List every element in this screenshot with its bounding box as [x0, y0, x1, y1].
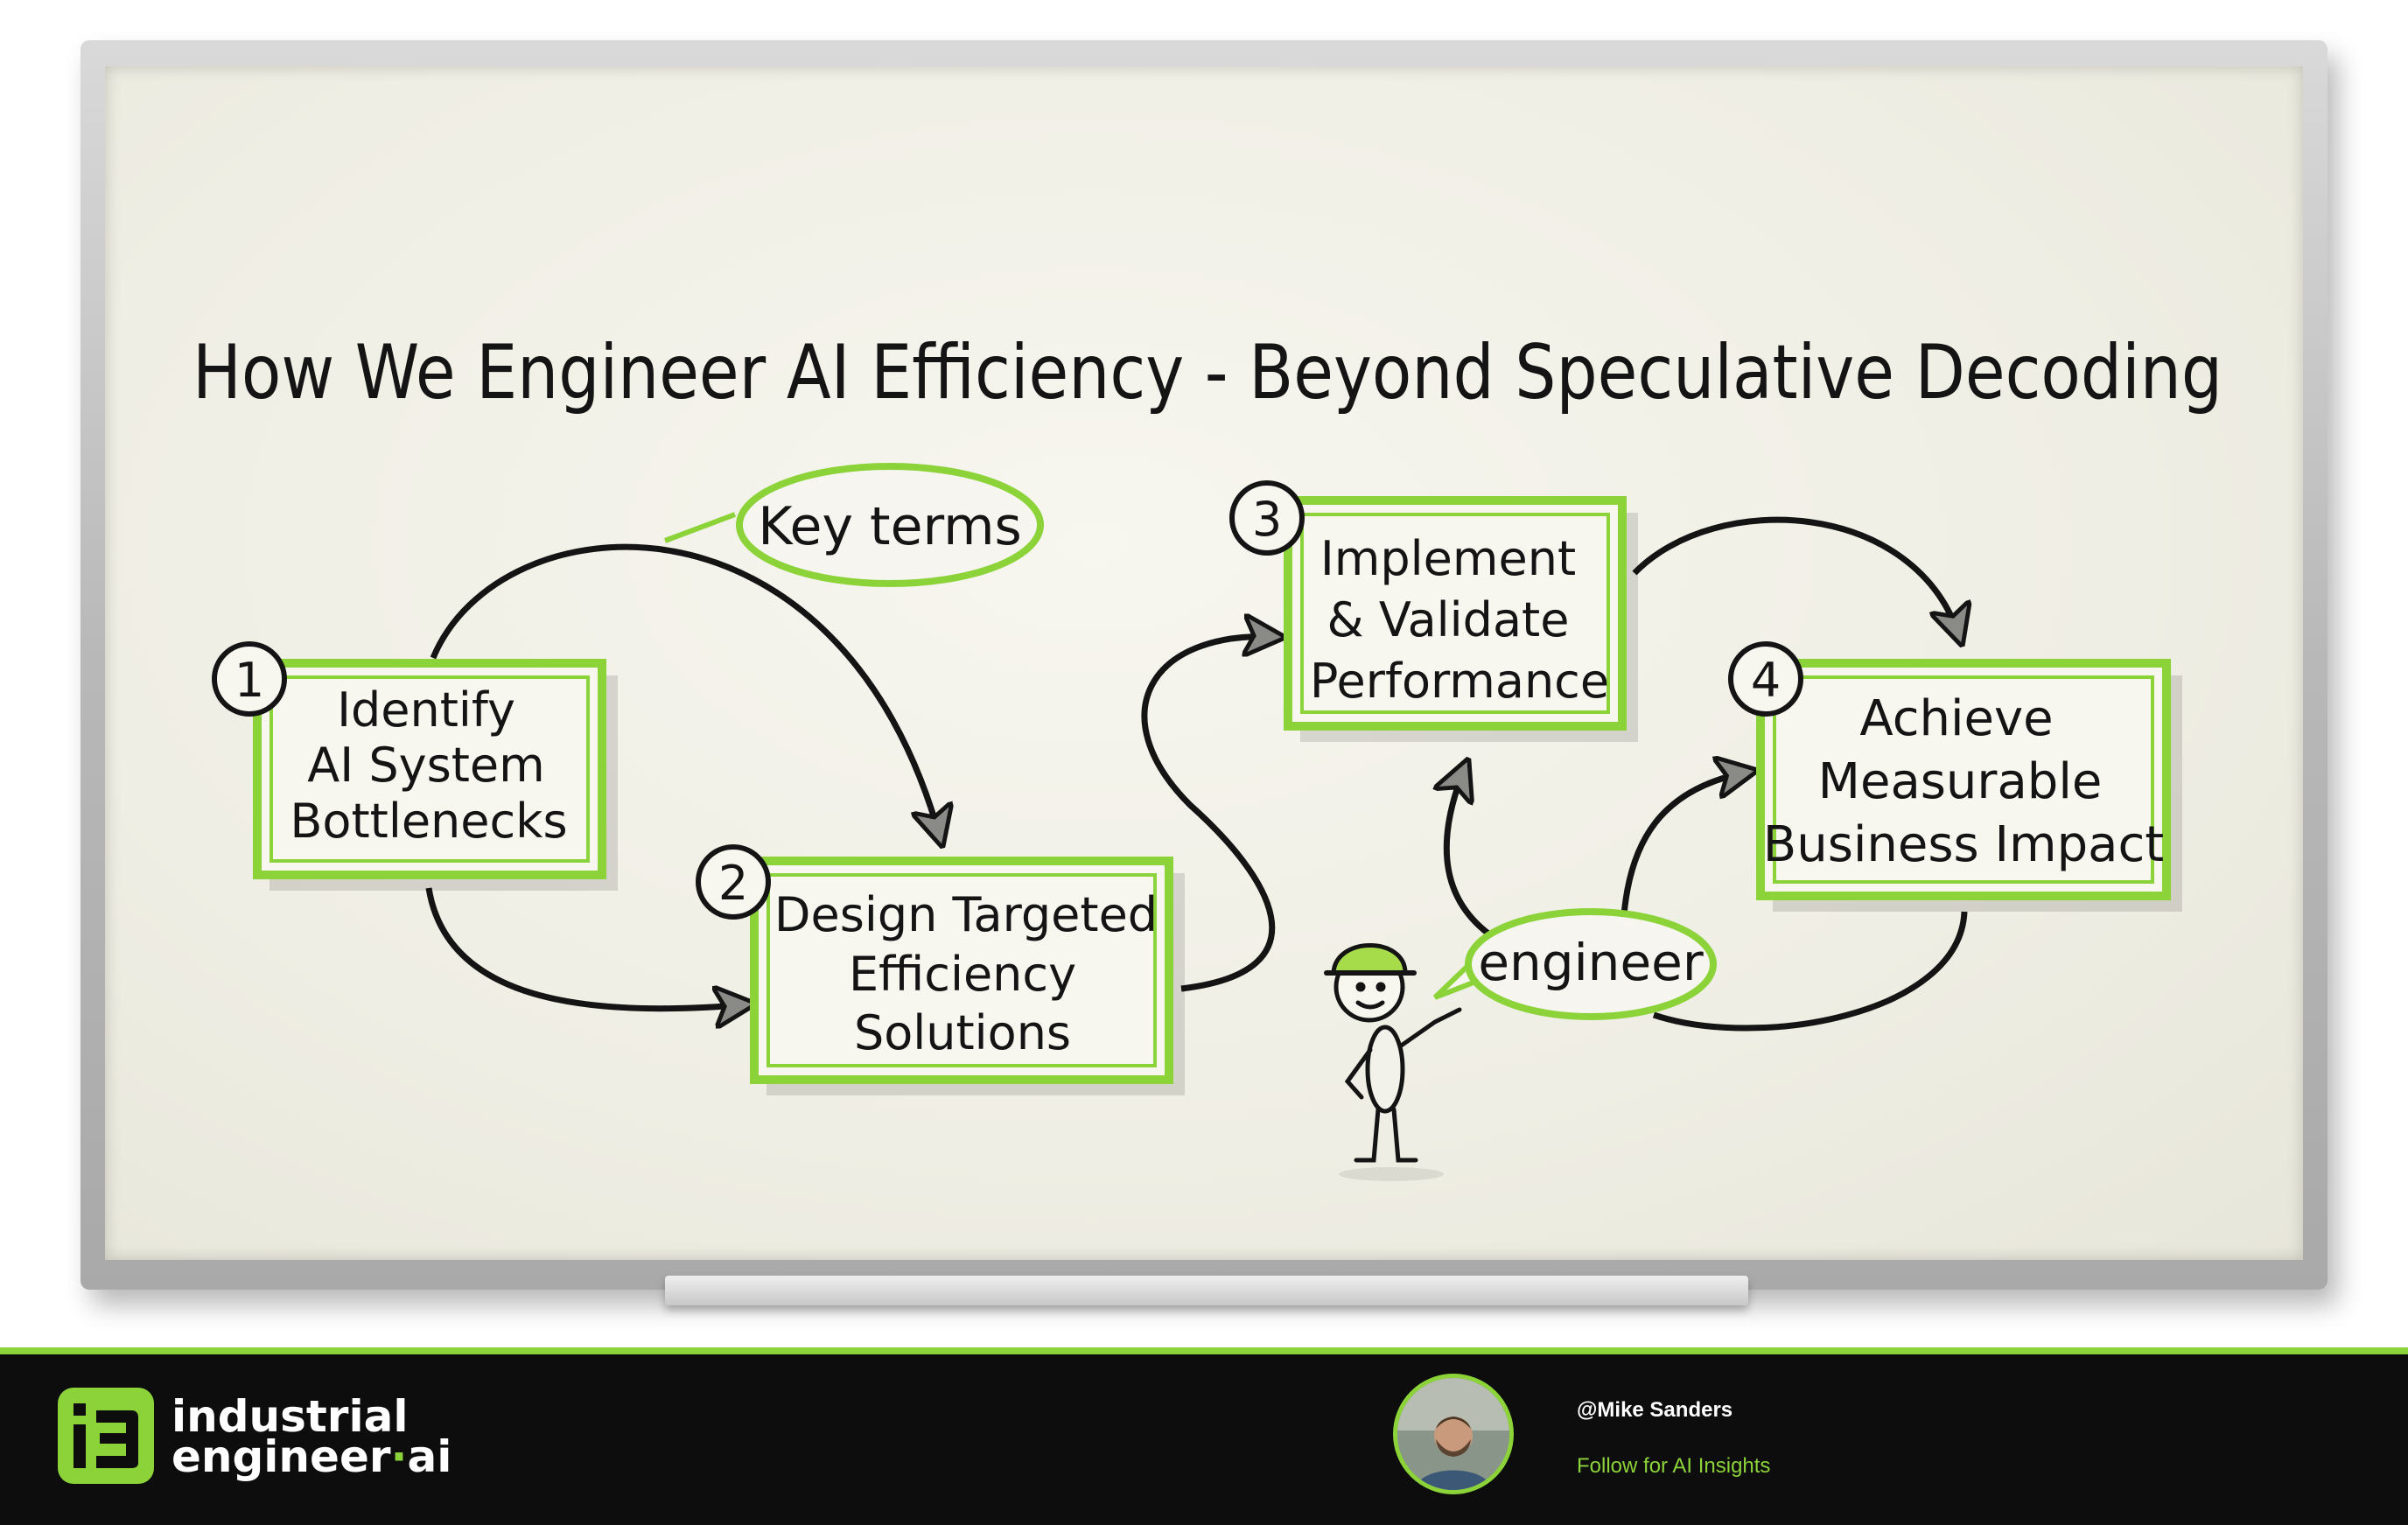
engineer-label: engineer [1478, 933, 1704, 992]
key-terms-bubble-tail [665, 514, 735, 541]
follow-tagline[interactable]: Follow for AI Insights [1577, 1454, 1770, 1479]
step-4-line-1: Achieve [1859, 690, 2053, 747]
step-2-line-3: Solutions [854, 1005, 1071, 1060]
engineer-figure [1326, 946, 1460, 1182]
key-terms-label: Key terms [758, 496, 1022, 557]
industrial-engineer-logo-icon [58, 1388, 154, 1484]
step-4: Achieve Measurable Business Impact 4 [1731, 644, 2182, 912]
step-2-line-1: Design Targeted [774, 887, 1158, 942]
logo-text-engineer: engineer [172, 1431, 391, 1482]
step-4-line-3: Business Impact [1763, 816, 2164, 873]
arrow-1-bottom-to-2 [429, 888, 748, 1009]
footer-bar: industrial engineer·ai @Mike Sanders Fol… [0, 1347, 2408, 1525]
avatar-portrait-icon [1397, 1378, 1509, 1490]
step-3-line-3: Performance [1310, 654, 1609, 709]
step-1-line-3: Bottlenecks [290, 794, 567, 849]
board-title: How We Engineer AI Efficiency - Beyond S… [192, 329, 2222, 416]
arrow-3-to-4 [1634, 520, 1960, 639]
logo-text-line-2: engineer·ai [172, 1435, 452, 1479]
step-4-line-2: Measurable [1818, 753, 2103, 810]
step-3-number: 3 [1252, 492, 1282, 547]
arrow-engineer-to-4 [1623, 772, 1750, 927]
arrow-engineer-to-3 [1446, 766, 1514, 949]
step-1-line-2: AI System [307, 738, 544, 793]
step-1-line-1: Identify [337, 682, 515, 738]
step-3: Implement & Validate Performance 3 [1232, 483, 1638, 742]
step-1: Identify AI System Bottlenecks 1 [214, 644, 618, 891]
step-2: Design Targeted Efficiency Solutions 2 [698, 847, 1185, 1095]
process-diagram: How We Engineer AI Efficiency - Beyond S… [0, 0, 2408, 1347]
step-2-line-2: Efficiency [849, 947, 1076, 1002]
step-3-line-1: Implement [1320, 531, 1576, 586]
step-4-number: 4 [1751, 653, 1781, 708]
step-2-number: 2 [718, 856, 748, 911]
step-1-number: 1 [234, 653, 264, 708]
step-3-line-2: & Validate [1327, 592, 1570, 647]
author-avatar[interactable] [1393, 1374, 1514, 1494]
author-handle[interactable]: @Mike Sanders [1577, 1398, 1732, 1423]
logo-text-ai: ai [408, 1431, 452, 1482]
logo-text-dot: · [391, 1431, 408, 1482]
